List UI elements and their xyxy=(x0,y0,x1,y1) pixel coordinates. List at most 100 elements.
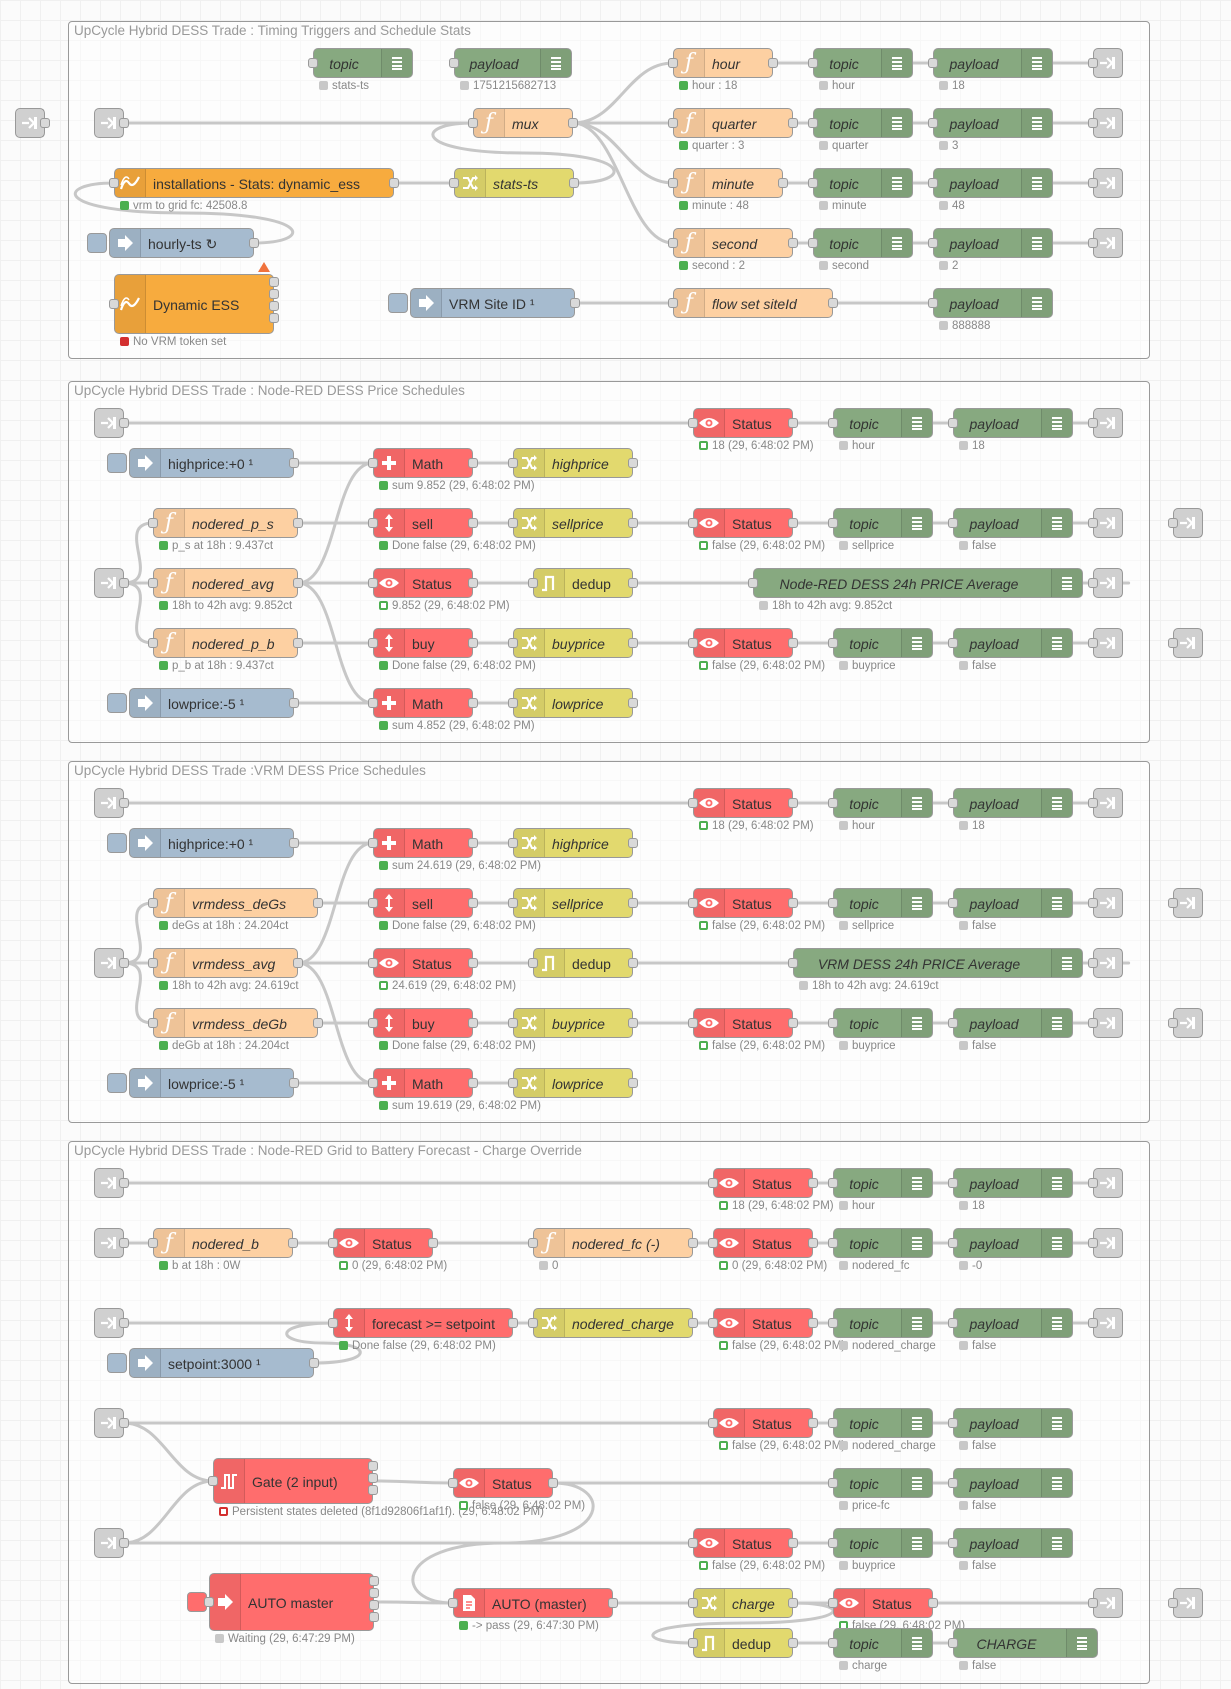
node-port[interactable] xyxy=(448,1478,458,1488)
dedup-node[interactable]: dedup xyxy=(533,568,633,598)
buyprice-node[interactable]: buyprice xyxy=(513,628,633,658)
node-port[interactable] xyxy=(828,1478,838,1488)
node-port[interactable] xyxy=(708,1178,718,1188)
payload-node[interactable]: payload xyxy=(953,888,1073,918)
node-port[interactable] xyxy=(508,638,518,648)
node-port[interactable] xyxy=(368,638,378,648)
node-port[interactable] xyxy=(119,798,129,808)
node-port[interactable] xyxy=(808,58,818,68)
lowprice-node[interactable]: lowprice xyxy=(513,688,633,718)
node-port[interactable] xyxy=(148,518,158,528)
node-port[interactable] xyxy=(628,578,638,588)
flow-wire[interactable] xyxy=(123,581,154,645)
node-port[interactable] xyxy=(928,1598,938,1608)
node-port[interactable] xyxy=(788,1018,798,1028)
linkin-node[interactable] xyxy=(94,1528,124,1558)
sellprice-node[interactable]: sellprice xyxy=(513,508,633,538)
node-port[interactable] xyxy=(748,578,758,588)
linkout-node[interactable] xyxy=(1173,508,1203,538)
node-port[interactable] xyxy=(468,518,478,528)
linkin-node[interactable] xyxy=(94,108,124,138)
node-port[interactable] xyxy=(928,298,938,308)
node-port[interactable] xyxy=(119,418,129,428)
node-port[interactable] xyxy=(40,118,50,128)
node-port[interactable] xyxy=(1088,1238,1098,1248)
node-port[interactable] xyxy=(788,238,798,248)
node-port[interactable] xyxy=(468,698,478,708)
node-port[interactable] xyxy=(368,838,378,848)
linkout-node[interactable] xyxy=(1173,888,1203,918)
node-port[interactable] xyxy=(148,1238,158,1248)
node-port[interactable] xyxy=(808,238,818,248)
node-port[interactable] xyxy=(1168,638,1178,648)
payload-node[interactable]: payload xyxy=(953,788,1073,818)
node-port[interactable] xyxy=(788,118,798,128)
node-port[interactable] xyxy=(788,958,798,968)
node-port[interactable] xyxy=(369,1612,379,1622)
node-port[interactable] xyxy=(1088,118,1098,128)
node-port[interactable] xyxy=(148,578,158,588)
flow-wire[interactable] xyxy=(285,1321,362,1365)
topic-node[interactable]: topic xyxy=(313,48,413,78)
node-port[interactable] xyxy=(528,1318,538,1328)
node-port[interactable] xyxy=(1088,638,1098,648)
node-port[interactable] xyxy=(1088,518,1098,528)
node-port[interactable] xyxy=(1088,798,1098,808)
node-port[interactable] xyxy=(788,518,798,528)
node-port[interactable] xyxy=(928,58,938,68)
sell-node[interactable]: sell xyxy=(373,508,473,538)
inject-trigger-button[interactable] xyxy=(107,453,127,473)
node-port[interactable] xyxy=(628,638,638,648)
node-port[interactable] xyxy=(289,458,299,468)
node-port[interactable] xyxy=(528,958,538,968)
payload-node[interactable]: payload xyxy=(953,1168,1073,1198)
node-port[interactable] xyxy=(808,118,818,128)
node-port[interactable] xyxy=(668,58,678,68)
node-port[interactable] xyxy=(109,178,119,188)
node-port[interactable] xyxy=(1088,1178,1098,1188)
linkout-node[interactable] xyxy=(1173,1588,1203,1618)
node-port[interactable] xyxy=(828,1638,838,1648)
node-port[interactable] xyxy=(948,898,958,908)
node-port[interactable] xyxy=(828,1598,838,1608)
node-port[interactable] xyxy=(688,1238,698,1248)
flow-wire[interactable] xyxy=(297,581,374,705)
flow-wire[interactable] xyxy=(123,961,154,1025)
linkout-node[interactable] xyxy=(1093,1008,1123,1038)
node-port[interactable] xyxy=(148,1018,158,1028)
node-port[interactable] xyxy=(808,178,818,188)
vrm-site-id-node[interactable]: VRM Site ID ¹ xyxy=(410,288,575,318)
node-port[interactable] xyxy=(368,1461,378,1471)
status-node[interactable]: Status xyxy=(693,888,793,918)
math-node[interactable]: Math xyxy=(373,448,473,478)
highprice-0-node[interactable]: highprice:+0 ¹ xyxy=(129,828,294,858)
node-port[interactable] xyxy=(468,1018,478,1028)
node-port[interactable] xyxy=(428,1238,438,1248)
linkout-node[interactable] xyxy=(1093,48,1123,78)
installations-stats-dynamic-ess-node[interactable]: installations - Stats: dynamic_ess xyxy=(114,168,394,198)
node-port[interactable] xyxy=(688,798,698,808)
status-node[interactable]: Status xyxy=(333,1228,433,1258)
node-port[interactable] xyxy=(293,578,303,588)
node-port[interactable] xyxy=(468,898,478,908)
node-port[interactable] xyxy=(628,958,638,968)
node-port[interactable] xyxy=(628,698,638,708)
topic-node[interactable]: topic xyxy=(833,1228,933,1258)
node-port[interactable] xyxy=(628,458,638,468)
topic-node[interactable]: topic xyxy=(833,1168,933,1198)
node-port[interactable] xyxy=(628,898,638,908)
node-port[interactable] xyxy=(808,1238,818,1248)
node-port[interactable] xyxy=(688,898,698,908)
topic-node[interactable]: topic xyxy=(833,1628,933,1658)
node-port[interactable] xyxy=(293,958,303,968)
node-port[interactable] xyxy=(668,118,678,128)
charge-node[interactable]: CHARGE xyxy=(953,1628,1098,1658)
node-port[interactable] xyxy=(628,518,638,528)
node-port[interactable] xyxy=(948,1478,958,1488)
